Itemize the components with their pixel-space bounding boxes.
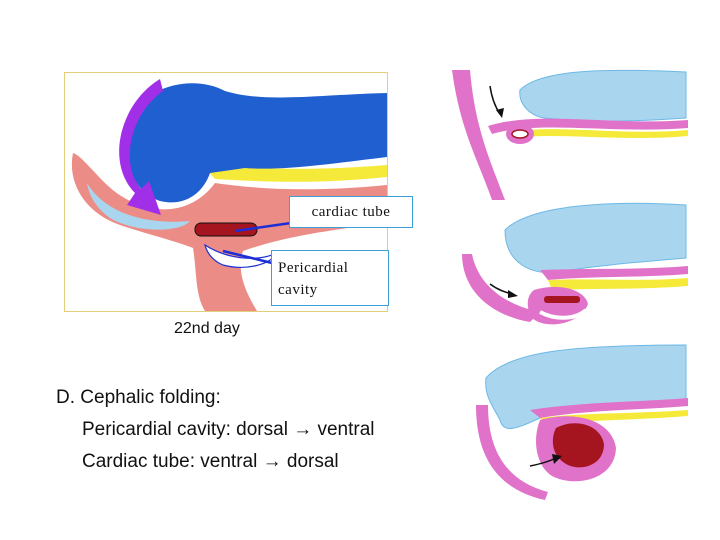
neural-tube <box>125 83 387 203</box>
stage-3 <box>476 344 688 500</box>
cardiac-tube-shape <box>194 222 258 237</box>
leader-line-cardiac <box>234 221 292 233</box>
pericardial-label-line1: Pericardial <box>278 260 349 276</box>
main-diagram-panel <box>64 72 388 312</box>
pericardial-cavity-shape <box>204 243 279 268</box>
day-label: 22nd day <box>174 320 240 337</box>
caption-line-pericardial: Pericardial cavity: dorsal → ventral <box>82 419 375 440</box>
endoderm-layer <box>205 165 387 182</box>
folding-arrow <box>119 79 163 215</box>
cardiac-tube-label-text: cardiac tube <box>311 204 391 220</box>
leader-line-pericardial <box>222 249 273 265</box>
cardiac-tube-label: cardiac tube <box>289 196 413 228</box>
caption-line-cardiac: Cardiac tube: ventral → dorsal <box>82 451 339 472</box>
caption-heading: D. Cephalic folding: <box>56 387 221 408</box>
pericardial-cavity-label: Pericardial cavity <box>271 250 389 306</box>
caption: D. Cephalic folding: Pericardial cavity:… <box>56 382 375 478</box>
main-diagram-svg <box>71 79 387 311</box>
stage-2 <box>462 202 688 325</box>
pericardial-label-line2: cavity <box>278 282 318 298</box>
ectoderm-edge <box>87 183 190 230</box>
stage-1 <box>452 69 688 200</box>
